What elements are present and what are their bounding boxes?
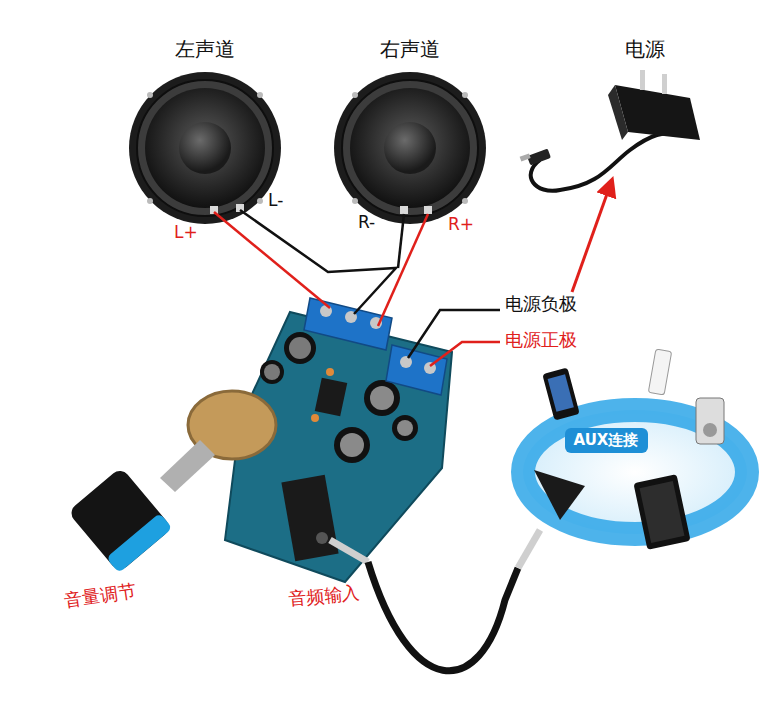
power-minus-wire <box>408 310 500 358</box>
illustration-part <box>257 198 263 204</box>
illustration-part <box>462 92 468 98</box>
illustration-part <box>703 423 717 437</box>
illustration-part <box>400 206 408 214</box>
aux-device-ring <box>523 349 747 550</box>
illustration-part <box>179 122 231 174</box>
label-text: R+ <box>448 214 474 234</box>
wire-label: R+ <box>448 214 474 234</box>
right-speaker <box>334 72 486 224</box>
left-speaker <box>129 72 281 224</box>
audio-cable <box>281 475 540 671</box>
illustration-part <box>462 198 468 204</box>
illustration-part <box>260 360 284 384</box>
illustration-part <box>257 92 263 98</box>
illustration-part <box>648 349 671 395</box>
illustration-part <box>129 72 281 224</box>
illustration-part <box>384 122 436 174</box>
illustration-part <box>289 337 311 359</box>
left-minus-wire <box>240 210 396 314</box>
label-text: R- <box>358 212 375 232</box>
illustration-part <box>662 74 667 94</box>
illustration-part <box>640 481 685 543</box>
part-heading: 电源 <box>620 34 670 65</box>
power-plus-wire <box>430 342 500 366</box>
label-text: 音频输入 <box>287 582 361 609</box>
node-text: 右声道 <box>379 36 441 63</box>
illustration-part <box>392 415 418 441</box>
illustration-part <box>281 475 338 561</box>
illustration-part <box>137 80 273 216</box>
illustration-part <box>264 364 280 380</box>
illustration-part <box>370 386 394 410</box>
illustration-part <box>145 88 265 208</box>
part-heading: 左声道 <box>170 34 240 65</box>
pointer-arrow <box>572 180 612 292</box>
right-minus-wire <box>398 214 404 268</box>
illustration-part <box>523 410 747 534</box>
wire-label: 音频输入 <box>287 581 361 611</box>
illustration-part <box>147 92 153 98</box>
illustration-part <box>330 540 368 562</box>
illustration-part <box>106 513 172 573</box>
wire-label: L+ <box>174 222 198 242</box>
power-terminal <box>386 345 447 395</box>
illustration-part <box>534 470 585 520</box>
label-text: 电源正极 <box>505 329 577 350</box>
illustration-part <box>67 467 172 573</box>
illustration-part <box>352 198 358 204</box>
illustration-part <box>364 380 400 416</box>
node-text: 电源 <box>624 36 666 63</box>
label-text: L- <box>268 190 283 210</box>
illustration-part <box>608 85 628 140</box>
label-text: L+ <box>174 222 198 242</box>
illustration-part <box>386 345 447 395</box>
illustration-part <box>542 367 580 420</box>
illustration-part <box>523 410 747 534</box>
illustration-part <box>160 440 215 492</box>
illustration-part <box>284 332 316 364</box>
illustration-part <box>350 88 470 208</box>
illustration-part <box>315 378 348 417</box>
illustration-part <box>527 149 551 166</box>
wire-label: 音量调节 <box>63 579 138 613</box>
wire-label: L- <box>268 190 283 210</box>
illustration-part <box>696 398 724 444</box>
illustration-part <box>316 532 328 544</box>
power-adapter <box>520 70 700 191</box>
illustration-part <box>518 530 540 568</box>
illustration-part <box>531 133 680 191</box>
label-text: 电源负极 <box>505 293 577 314</box>
illustration-part <box>67 467 172 573</box>
label-text: 音量调节 <box>63 580 137 611</box>
wire-label: R- <box>358 212 375 232</box>
illustration-part <box>520 153 531 161</box>
right-plus-wire <box>378 214 428 326</box>
illustration-part <box>342 80 478 216</box>
illustration-part <box>334 72 486 224</box>
part-heading: 右声道 <box>375 34 445 65</box>
illustration-part <box>340 433 364 457</box>
illustration-part <box>640 70 645 90</box>
illustration-part <box>400 356 412 368</box>
aux-badge: AUX连接 <box>565 428 648 453</box>
illustration-part <box>633 474 690 550</box>
illustration-part <box>368 562 518 671</box>
illustration-part <box>311 414 319 422</box>
volume-knob <box>67 391 276 573</box>
illustration-part <box>147 198 153 204</box>
node-text: 左声道 <box>174 36 236 63</box>
node-text: AUX连接 <box>573 431 640 450</box>
illustration-part <box>326 368 334 376</box>
illustration-part <box>334 427 370 463</box>
wire-label: 电源正极 <box>505 328 577 352</box>
illustration-part <box>397 420 413 436</box>
illustration-part <box>548 374 574 412</box>
wire-label: 电源负极 <box>505 292 577 316</box>
illustration-part <box>352 92 358 98</box>
illustration-part <box>424 206 432 214</box>
